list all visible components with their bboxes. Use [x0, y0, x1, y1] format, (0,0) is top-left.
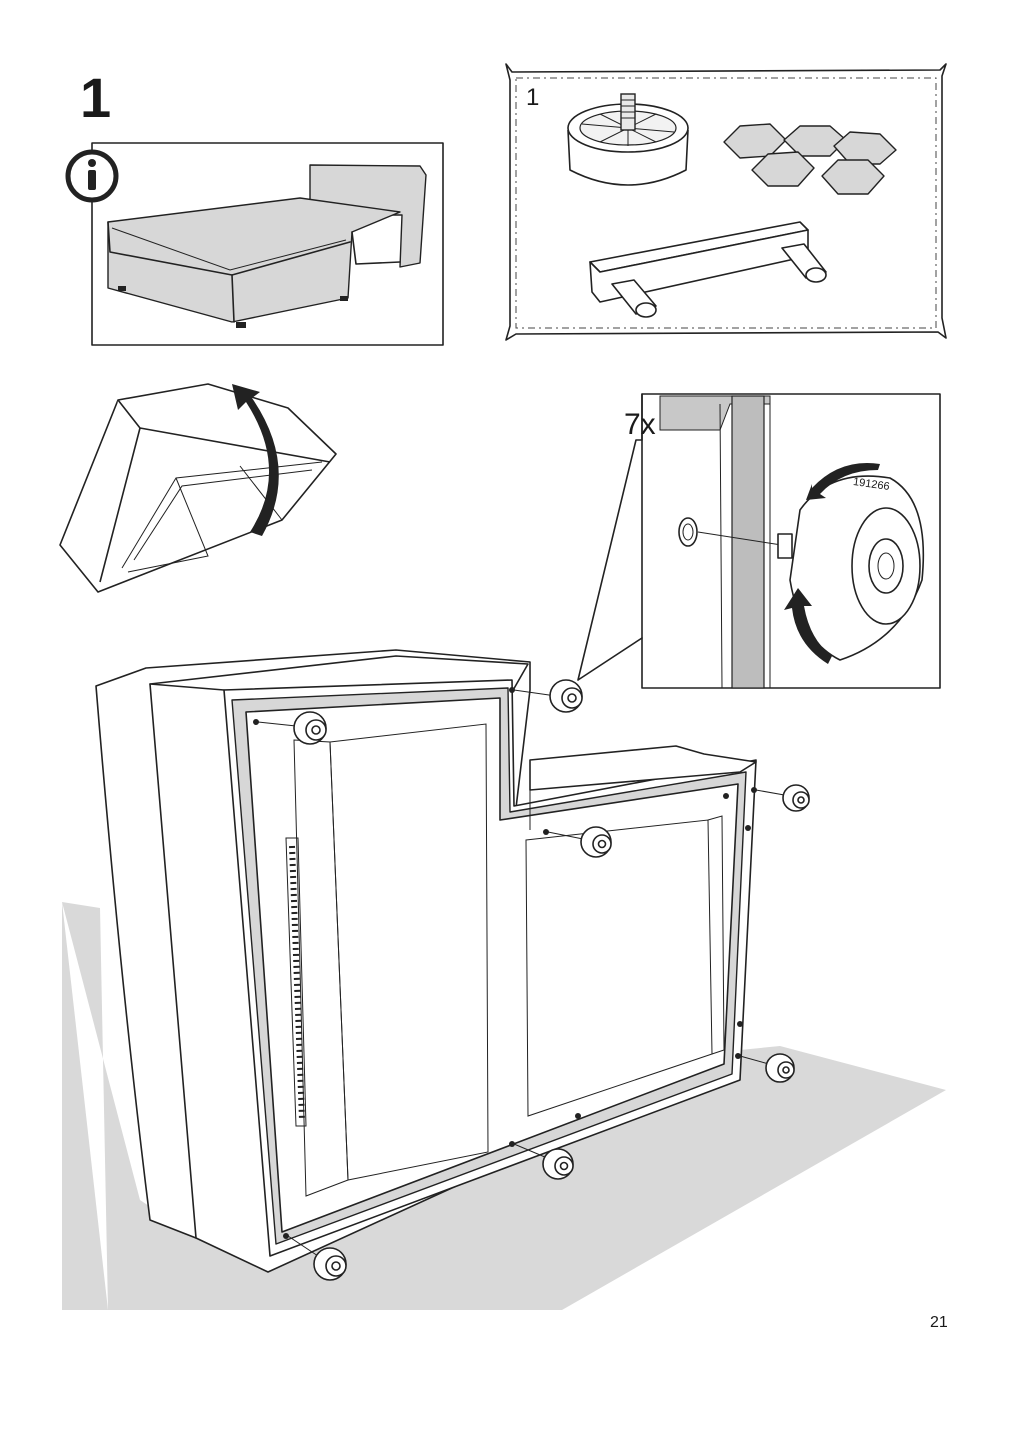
foot-1 [257, 711, 327, 745]
flip-sofa-illustration [59, 383, 337, 593]
foot-2 [513, 679, 583, 713]
clockwise-arrow-bottom-icon [784, 588, 832, 664]
rotate-arrow-icon [232, 384, 279, 536]
foot-5 [739, 1053, 795, 1083]
info-circle-icon [65, 149, 119, 203]
screw-holes [253, 687, 757, 1239]
detail-box [577, 393, 941, 689]
page-number: 21 [930, 1314, 948, 1331]
chaise-longue-illustration [107, 164, 427, 328]
clockwise-arrow-top-icon [806, 463, 880, 500]
sofa-underside-illustration [95, 649, 810, 1281]
foot-7 [287, 1235, 347, 1281]
floor-shadow-edge [62, 902, 108, 1310]
rotating-foot-part [777, 475, 925, 661]
parts-panel [505, 63, 947, 341]
connector-bar-part [589, 221, 827, 318]
adjustable-foot-part [567, 93, 689, 186]
hexagon-glide-pads-part [723, 123, 897, 195]
step-number: 1 [80, 66, 112, 129]
foot-3 [547, 826, 612, 858]
adjustable-feet [257, 679, 810, 1281]
foot-6 [513, 1143, 574, 1180]
parts-quantity-label: 1 [526, 84, 540, 111]
quantity-multiplier: 7x [624, 408, 656, 441]
foot-4 [755, 784, 810, 812]
floor-shadow [62, 902, 946, 1310]
info-box [65, 142, 444, 346]
